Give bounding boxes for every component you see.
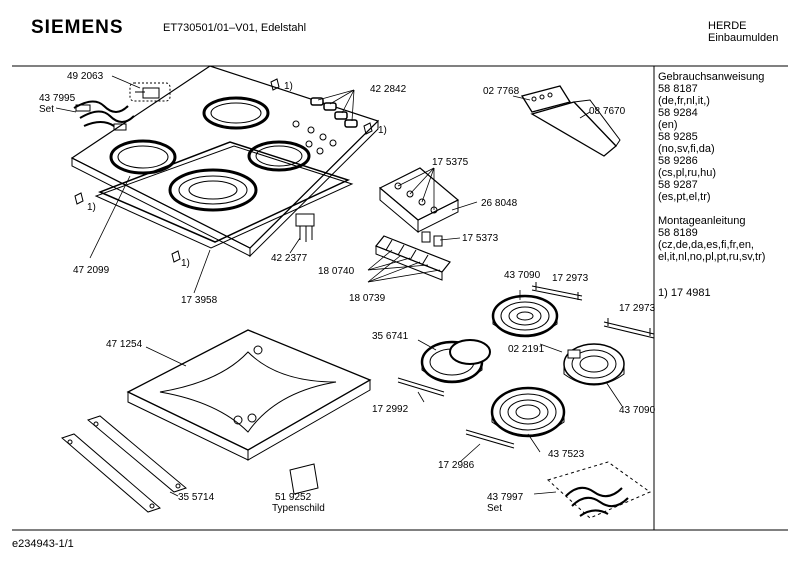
panel-line: 58 8189 <box>658 227 698 239</box>
cooktop-glass <box>70 65 380 258</box>
label-17-5373: 17 5373 <box>462 233 499 244</box>
category-line-1: HERDE <box>708 20 747 32</box>
type-plate <box>289 463 319 495</box>
panel-line: el,it,nl,no,pl,pt,ru,sv,tr) <box>658 251 766 263</box>
terminal-block <box>375 235 451 281</box>
label-18-0740: 18 0740 <box>318 266 355 277</box>
label-43-7995: 43 7995 <box>39 93 76 104</box>
label-49-2063: 49 2063 <box>67 71 104 82</box>
panel-line: (de,fr,nl,it,) <box>658 95 710 107</box>
category-line-2: Einbaumulden <box>708 32 779 44</box>
label-17-2992: 17 2992 <box>372 404 409 415</box>
scraper-tool <box>520 85 621 157</box>
panel-line: (cz,de,da,es,fi,fr,en, <box>658 239 754 251</box>
label-02-2191: 02 2191 <box>508 344 545 355</box>
panel-line: (es,pt,el,tr) <box>658 191 711 203</box>
documents-panel: Gebrauchsanweisung 58 8187 (de,fr,nl,it,… <box>658 71 765 299</box>
label-17-3958: 17 3958 <box>181 295 218 306</box>
panel-line: 58 9287 <box>658 179 698 191</box>
label-17-2973-b: 17 2973 <box>619 303 656 314</box>
label-17-2986: 17 2986 <box>438 460 475 471</box>
label-43-7523: 43 7523 <box>548 449 585 460</box>
label-typenschild: Typenschild <box>272 503 325 514</box>
mounting-brackets <box>397 282 655 449</box>
footnote-ref-b: 1) <box>378 125 387 136</box>
label-02-7768: 02 7768 <box>483 86 520 97</box>
label-17-2973-a: 17 2973 <box>552 273 589 284</box>
side-rails <box>61 415 188 513</box>
panel-line: 58 9286 <box>658 155 698 167</box>
panel-line: (en) <box>658 119 678 131</box>
switch-block <box>378 167 460 234</box>
label-43-7997: 43 7997 <box>487 492 524 503</box>
heating-element-35-6741 <box>420 339 491 384</box>
category-label: HERDE Einbaumulden <box>708 20 778 44</box>
document-id: e234943-1/1 <box>12 538 74 550</box>
frame-seal <box>94 141 354 249</box>
heating-element-43-7090-top <box>491 294 559 338</box>
mounting-clips <box>74 78 373 263</box>
panel-line: 58 9285 <box>658 131 698 143</box>
label-43-7090-top: 43 7090 <box>504 270 541 281</box>
label-47-1254: 47 1254 <box>106 339 143 350</box>
thermostat-part <box>129 82 171 102</box>
label-47-2099: 47 2099 <box>73 265 110 276</box>
label-17-5375: 17 5375 <box>432 157 469 168</box>
label-08-7670: 08 7670 <box>589 106 626 117</box>
panel-line: 58 9284 <box>658 107 698 119</box>
relay-parts <box>421 231 443 247</box>
wiring-set-large <box>547 461 652 519</box>
label-set-large: Set <box>487 503 503 514</box>
bottom-tray <box>126 329 372 461</box>
label-26-8048: 26 8048 <box>481 198 518 209</box>
panel-line: Montageanleitung <box>658 215 746 227</box>
panel-line: Gebrauchsanweisung <box>658 71 765 83</box>
panel-line: 58 8187 <box>658 83 698 95</box>
label-42-2842: 42 2842 <box>370 84 407 95</box>
model-title: ET730501/01–V01, Edelstahl <box>163 22 307 34</box>
diagram-frame <box>12 65 788 531</box>
heating-element-43-7523 <box>490 386 566 438</box>
footnote-ref-c: 1) <box>87 202 96 213</box>
footnote-line: 1) 17 4981 <box>658 287 711 299</box>
label-18-0739: 18 0739 <box>349 293 386 304</box>
label-42-2377: 42 2377 <box>271 253 308 264</box>
heating-element-43-7090-right <box>563 343 625 386</box>
footnote-ref-d: 1) <box>181 258 190 269</box>
label-35-6741: 35 6741 <box>372 331 409 342</box>
control-knobs <box>310 97 358 128</box>
panel-line: (cs,pl,ru,hu) <box>658 167 717 179</box>
label-43-7090-right: 43 7090 <box>619 405 656 416</box>
plug-part <box>295 213 315 242</box>
label-51-9252: 51 9252 <box>275 492 312 503</box>
footnote-ref-a: 1) <box>284 81 293 92</box>
wiring-set-small <box>73 100 135 131</box>
panel-spacer <box>658 263 765 287</box>
panel-line: (no,sv,fi,da) <box>658 143 715 155</box>
leader-lines <box>55 75 623 497</box>
label-35-5714: 35 5714 <box>178 492 215 503</box>
brand-logo: SIEMENS <box>31 17 124 38</box>
panel-spacer <box>658 203 765 215</box>
label-set-small: Set <box>39 104 55 115</box>
